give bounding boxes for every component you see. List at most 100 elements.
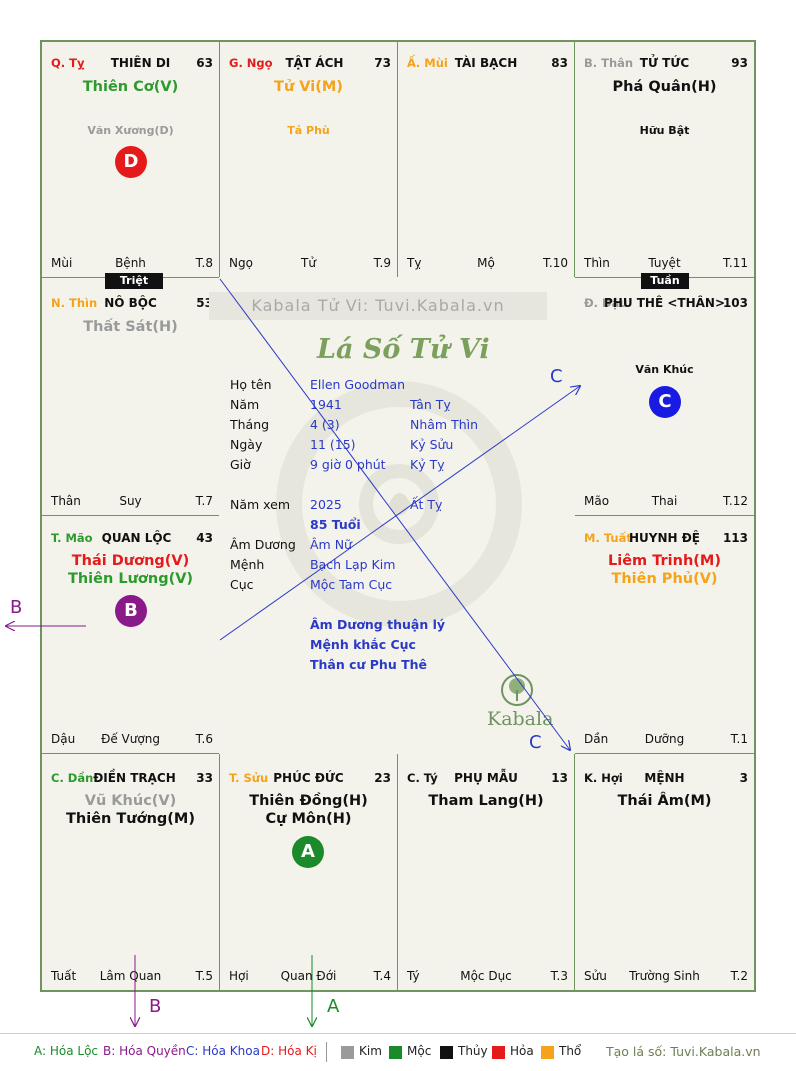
legend-hoa-loc: A: Hóa Lộc bbox=[34, 1044, 99, 1058]
palace-name: PHU THÊ <THÂN> bbox=[603, 296, 726, 310]
legend-hoa-quyen: B: Hóa Quyền bbox=[103, 1044, 186, 1058]
palace-period: T.6 bbox=[195, 732, 213, 746]
palace-menh[interactable]: K. Hợi MỆNH 3 Thái Âm(M) Sửu Trường Sinh… bbox=[574, 753, 755, 991]
palace-branch: Dậu bbox=[51, 732, 76, 746]
palace-period: T.9 bbox=[373, 256, 391, 270]
palace-name: PHÚC ĐỨC bbox=[273, 771, 344, 785]
site-watermark: Kabala Tử Vi: Tuvi.Kabala.vn bbox=[209, 292, 547, 320]
palace-name: HUYNH ĐỆ bbox=[629, 531, 700, 545]
palace-branch: Tý bbox=[407, 969, 420, 983]
label-ngay: Ngày bbox=[230, 437, 263, 452]
major-star: Cự Môn(H) bbox=[265, 811, 352, 827]
major-star: Thất Sát(H) bbox=[83, 319, 178, 335]
palace-tai-bach[interactable]: Ấ. Mùi TÀI BẠCH 83 Tỵ Mộ T.10 bbox=[397, 41, 575, 278]
palace-age: 53 bbox=[196, 296, 213, 310]
palace-phuc-duc[interactable]: T. Sửu PHÚC ĐỨC 23 Thiên Đồng(H) Cự Môn(… bbox=[219, 753, 398, 991]
value-nam-can-chi: Tân Tỵ bbox=[410, 397, 451, 412]
palace-quan-loc[interactable]: T. Mão QUAN LỘC 43 Thái Dương(V) Thiên L… bbox=[41, 515, 220, 754]
legend-source-link[interactable]: Tạo lá số: Tuvi.Kabala.vn bbox=[606, 1044, 761, 1059]
palace-can: Đ. Dậu bbox=[584, 296, 628, 310]
palace-stage: Đế Vượng bbox=[101, 732, 160, 746]
palace-period: T.5 bbox=[195, 969, 213, 983]
major-star: Liêm Trinh(M) bbox=[608, 553, 721, 569]
palace-can: G. Ngọ bbox=[229, 56, 273, 70]
hoa-ki-badge: D bbox=[115, 146, 147, 178]
palace-name: TÀI BẠCH bbox=[454, 56, 518, 70]
palace-phu-mau[interactable]: C. Tý PHỤ MẪU 13 Tham Lang(H) Tý Mộc Dục… bbox=[397, 753, 575, 991]
palace-tat-ach[interactable]: G. Ngọ TẬT ÁCH 73 Tử Vi(M) Tả Phù Ngọ Tử… bbox=[219, 41, 398, 278]
palace-period: T.4 bbox=[373, 969, 391, 983]
kabala-logo-text: Kabala bbox=[487, 708, 554, 730]
label-cuc: Cục bbox=[230, 577, 254, 592]
palace-branch: Mùi bbox=[51, 256, 73, 270]
palace-age: 63 bbox=[196, 56, 213, 70]
legend-tho: Thổ bbox=[559, 1044, 582, 1058]
palace-tu-tuc[interactable]: B. Thân TỬ TỨC 93 Phá Quân(H) Hữu Bật Th… bbox=[574, 41, 755, 278]
major-star: Thái Âm(M) bbox=[617, 793, 712, 809]
palace-stage: Bệnh bbox=[115, 256, 146, 270]
arrow-label-a: A bbox=[327, 996, 340, 1017]
palace-branch: Sửu bbox=[584, 969, 607, 983]
label-gio: Giờ bbox=[230, 457, 251, 472]
palace-can: C. Dần bbox=[51, 771, 94, 785]
value-menh: Bạch Lạp Kim bbox=[310, 557, 396, 572]
major-star: Thiên Đồng(H) bbox=[249, 793, 368, 809]
legend-thuy-swatch bbox=[440, 1046, 453, 1059]
palace-can: C. Tý bbox=[407, 771, 438, 785]
legend-hoa-ki: D: Hóa Kị bbox=[261, 1044, 317, 1058]
legend-hoa: Hỏa bbox=[510, 1044, 534, 1058]
value-am-duong: Âm Nữ bbox=[310, 537, 352, 552]
palace-branch: Dần bbox=[584, 732, 609, 746]
value-ho-ten: Ellen Goodman bbox=[310, 377, 406, 392]
major-star: Thiên Lương(V) bbox=[67, 571, 194, 587]
major-star: Thiên Phủ(V) bbox=[611, 571, 718, 587]
palace-branch: Hợi bbox=[229, 969, 249, 983]
value-thang: 4 (3) bbox=[310, 417, 340, 432]
label-nam: Năm bbox=[230, 397, 260, 412]
palace-thien-di[interactable]: Q. Tỵ THIÊN DI 63 Thiên Cơ(V) Văn Xương(… bbox=[41, 41, 220, 278]
triet-tag: Triệt bbox=[105, 273, 163, 289]
value-tuoi: 85 Tuổi bbox=[310, 517, 361, 532]
note-line: Thân cư Phu Thê bbox=[310, 657, 427, 672]
palace-name: PHỤ MẪU bbox=[454, 771, 518, 785]
major-star: Vũ Khúc(V) bbox=[84, 793, 177, 809]
value-cuc: Mộc Tam Cục bbox=[310, 577, 393, 592]
palace-stage: Suy bbox=[119, 494, 142, 508]
palace-branch: Thân bbox=[51, 494, 81, 508]
hoa-loc-badge: A bbox=[292, 836, 324, 868]
palace-can: N. Thìn bbox=[51, 296, 98, 310]
arrow-label-c: C bbox=[550, 366, 563, 387]
major-star: Thái Dương(V) bbox=[71, 553, 190, 569]
palace-name: TẬT ÁCH bbox=[285, 56, 344, 70]
palace-no-boc[interactable]: N. Thìn NÔ BỘC 53 Thất Sát(H) Thân Suy T… bbox=[41, 277, 220, 516]
palace-stage: Thai bbox=[651, 494, 678, 508]
legend-moc: Mộc bbox=[407, 1044, 432, 1058]
label-am-duong: Âm Dương bbox=[230, 537, 296, 552]
palace-age: 23 bbox=[374, 771, 391, 785]
palace-dien-trach[interactable]: C. Dần ĐIỀN TRẠCH 33 Vũ Khúc(V) Thiên Tư… bbox=[41, 753, 220, 991]
minor-star: Tả Phù bbox=[287, 124, 330, 137]
value-ngay-can-chi: Kỷ Sửu bbox=[410, 437, 454, 452]
palace-stage: Dưỡng bbox=[644, 732, 685, 746]
value-ngay: 11 (15) bbox=[310, 437, 356, 452]
label-thang: Tháng bbox=[230, 417, 270, 432]
value-nam-xem-can-chi: Ất Tỵ bbox=[410, 497, 443, 512]
palace-stage: Mộ bbox=[477, 256, 495, 270]
palace-name: MỆNH bbox=[644, 771, 685, 785]
major-star: Tham Lang(H) bbox=[428, 793, 544, 809]
major-star: Tử Vi(M) bbox=[274, 79, 343, 95]
palace-branch: Tuất bbox=[51, 969, 77, 983]
palace-huynh-de[interactable]: M. Tuất HUYNH ĐỆ 113 Liêm Trinh(M) Thiên… bbox=[574, 515, 755, 754]
hoa-quyen-badge: B bbox=[115, 595, 147, 627]
palace-stage: Mộc Dục bbox=[460, 969, 512, 983]
palace-branch: Ngọ bbox=[229, 256, 253, 270]
palace-name: THIÊN DI bbox=[110, 56, 171, 70]
minor-star: Văn Xương(D) bbox=[87, 124, 174, 137]
value-thang-can-chi: Nhâm Thìn bbox=[410, 417, 479, 432]
palace-can: T. Sửu bbox=[229, 771, 269, 785]
palace-period: T.3 bbox=[550, 969, 568, 983]
palace-stage: Quan Đới bbox=[280, 969, 337, 983]
palace-phu-the[interactable]: Đ. Dậu PHU THÊ <THÂN> 103 Văn Khúc C Mão… bbox=[574, 277, 755, 516]
arrow-label-b: B bbox=[149, 996, 162, 1017]
palace-can: K. Hợi bbox=[584, 771, 623, 785]
